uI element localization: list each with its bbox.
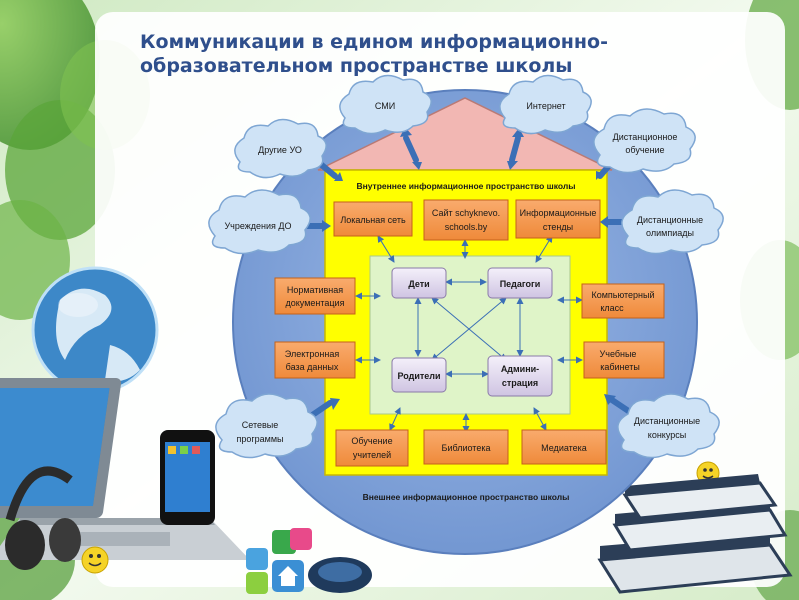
resource-label: Локальная сеть xyxy=(340,215,406,225)
resource-normative-docs: Нормативная документация xyxy=(274,277,356,315)
globe-icon xyxy=(31,266,159,394)
mouse-icon xyxy=(308,557,372,593)
headphones-icon xyxy=(5,466,81,570)
resource-label: Учебные xyxy=(600,349,637,359)
cloud-other-uo: Другие УО xyxy=(234,118,327,179)
resource-study-rooms: Учебные кабинеты xyxy=(583,341,665,379)
phone-icon xyxy=(160,430,215,525)
node-children: Дети xyxy=(391,267,447,299)
node-administration: Админи- страция xyxy=(487,355,553,397)
resource-site: Сайт schyknevo. schools.by xyxy=(423,199,509,241)
cloud-label: Сетевые xyxy=(242,420,279,430)
cloud-distance-learning: Дистанционное обучение xyxy=(593,108,696,174)
resource-computer-class: Компьютерный класс xyxy=(581,283,665,319)
resource-teacher-training: Обучение учителей xyxy=(335,429,409,467)
resource-label: schools.by xyxy=(445,222,488,232)
resource-local-network: Локальная сеть xyxy=(333,201,413,237)
resource-label: Нормативная xyxy=(287,285,343,295)
cloud-label: Интернет xyxy=(526,101,565,111)
resource-label: Сайт schyknevo. xyxy=(432,208,500,218)
resource-library: Библиотека xyxy=(423,429,509,465)
cloud-label: СМИ xyxy=(375,101,395,111)
resource-label: учителей xyxy=(353,450,391,460)
resource-label: Электронная xyxy=(285,349,340,359)
cloud-smi: СМИ xyxy=(339,74,432,135)
internal-link-arrows xyxy=(355,235,583,433)
resource-label: Медиатека xyxy=(541,443,587,453)
resource-electronic-db: Электронная база данных xyxy=(274,341,356,379)
app-icons xyxy=(246,528,312,594)
cloud-do-institutions: Учреждения ДО xyxy=(208,189,311,255)
cloud-distance-contests: Дистанционные конкурсы xyxy=(617,393,720,459)
resource-label: база данных xyxy=(286,362,339,372)
books-icon xyxy=(597,474,793,594)
resource-label: кабинеты xyxy=(600,362,640,372)
node-label: Админи- xyxy=(501,364,539,374)
resource-label: Библиотека xyxy=(442,443,491,453)
external-link-arrowheads xyxy=(291,127,638,425)
cloud-label: Другие УО xyxy=(258,145,302,155)
cloud-network-programs: Сетевые программы xyxy=(215,393,318,459)
resource-info-stands: Информационные стенды xyxy=(515,199,601,239)
smiley-icon xyxy=(81,546,109,574)
resource-label: стенды xyxy=(543,222,573,232)
node-label: Дети xyxy=(408,279,429,289)
cloud-label: конкурсы xyxy=(648,430,686,440)
resource-label: Компьютерный xyxy=(591,290,654,300)
cloud-label: Дистанционные xyxy=(634,416,700,426)
resource-label: Обучение xyxy=(351,436,392,446)
cloud-label: обучение xyxy=(625,145,664,155)
node-label: Родители xyxy=(397,371,440,381)
node-parents: Родители xyxy=(391,357,447,393)
node-label: страция xyxy=(502,378,538,388)
resource-label: Информационные xyxy=(520,208,597,218)
cloud-label: Учреждения ДО xyxy=(224,221,291,231)
cloud-label: Дистанционное xyxy=(613,132,678,142)
outer-space-title: Внешнее информационное пространство школ… xyxy=(363,492,570,502)
cloud-internet: Интернет xyxy=(499,74,592,135)
node-label: Педагоги xyxy=(500,279,541,289)
cloud-distance-olympiads: Дистанционные олимпиады xyxy=(621,189,724,255)
inner-space-title: Внутреннее информационное пространство ш… xyxy=(356,181,575,191)
slide-title: Коммуникации в едином информационно-обра… xyxy=(140,31,608,77)
node-teachers: Педагоги xyxy=(487,267,553,299)
cloud-label: Дистанционные xyxy=(637,215,703,225)
resource-media-library: Медиатека xyxy=(521,429,607,465)
cloud-label: программы xyxy=(236,434,283,444)
resource-label: класс xyxy=(600,303,624,313)
cloud-label: олимпиады xyxy=(646,228,694,238)
resource-label: документация xyxy=(286,298,345,308)
